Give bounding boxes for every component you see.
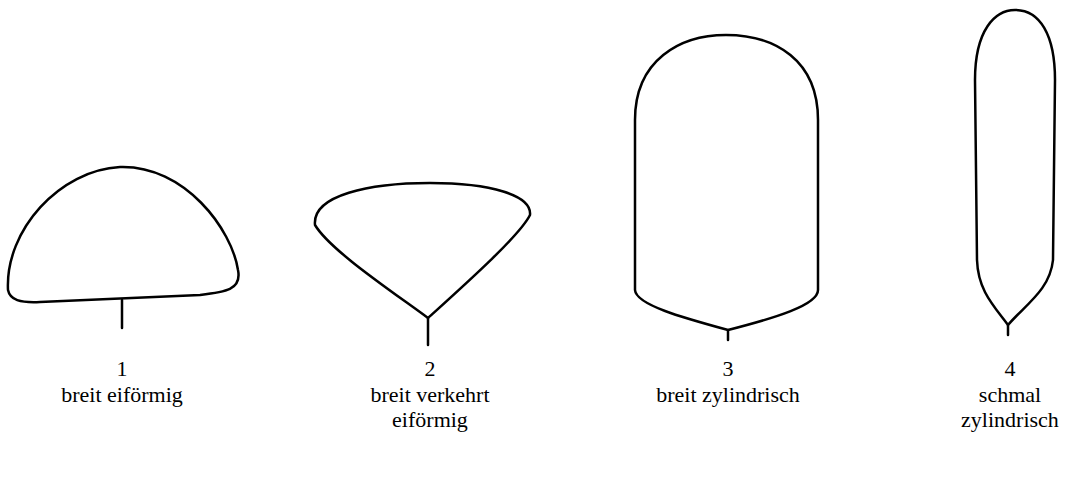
broad-ovate-outline (8, 167, 239, 302)
stalk (121, 300, 124, 328)
callout-number: 1 (117, 356, 128, 381)
callout-number: 3 (723, 356, 734, 381)
narrow-cylindrical-outline (975, 10, 1055, 325)
shape-name: breit zylindrisch (656, 382, 800, 407)
shape-name: breit verkehrt eiförmig (350, 382, 510, 432)
callout-number: 2 (425, 356, 436, 381)
shape-name: breit eiförmig (61, 382, 183, 407)
shape-name: schmal zylindrisch (950, 382, 1070, 432)
broad-cylindrical-outline (635, 35, 818, 330)
broad-obovate-outline (315, 183, 530, 318)
callout-number: 4 (1005, 356, 1016, 381)
stalk (1007, 325, 1010, 335)
stalk (427, 318, 430, 345)
stalk (727, 330, 730, 340)
